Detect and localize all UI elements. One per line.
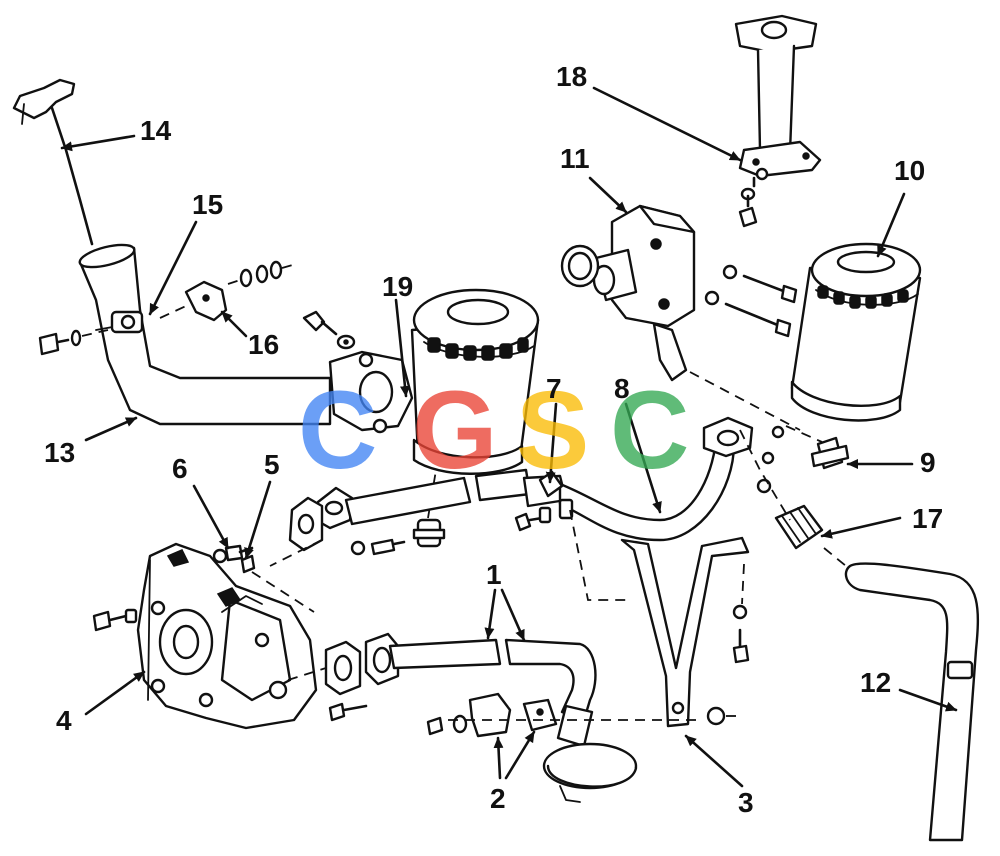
hose-fitting-17 [756, 425, 824, 550]
oil-cooler-line [288, 468, 532, 552]
callout-19: 19 [382, 271, 413, 302]
callout-13: 13 [44, 437, 75, 468]
callout-17: 17 [912, 503, 943, 534]
line-bolt [350, 538, 406, 556]
callout-1: 1 [486, 559, 502, 590]
callout-3: 3 [738, 787, 754, 818]
bolt-tube-clamp [38, 329, 109, 356]
callout-15: 15 [192, 189, 223, 220]
watermark-letter-c2: C [610, 369, 689, 492]
filter-fitting-9 [785, 425, 850, 470]
oil-filler-tube [78, 243, 332, 426]
routing-dash-lines [251, 371, 847, 721]
callout-11: 11 [560, 143, 590, 174]
watermark-letter-c1: C [298, 369, 377, 492]
filler-tube-flange [328, 350, 414, 434]
oil-line-8 [522, 416, 754, 542]
bracket-nuts [227, 260, 297, 288]
callout-10: 10 [894, 155, 925, 186]
oil-cooler-hose-12 [844, 562, 980, 842]
callout-14: 14 [140, 115, 172, 146]
callout-6: 6 [172, 453, 188, 484]
callout-18: 18 [556, 61, 587, 92]
filler-tube-bracket [159, 280, 228, 322]
pickup-bracket [426, 692, 558, 738]
oil-pickup-tube [388, 638, 638, 803]
callout-labels: 1 2 3 4 5 6 7 8 9 10 11 12 13 14 15 16 1… [44, 61, 943, 818]
oil-filter-adapter-11 [560, 204, 696, 382]
pickup-bolt [328, 702, 368, 722]
pump-bolt [92, 608, 138, 632]
watermark-letter-s: S [516, 369, 589, 492]
leader-lines [60, 86, 958, 788]
callout-7: 7 [546, 373, 562, 404]
dipstick [12, 78, 94, 246]
callout-9: 9 [920, 447, 936, 478]
watermark-letter-g: G [412, 369, 498, 492]
oil-filter-10 [790, 242, 922, 422]
filter-adapter-18 [734, 14, 822, 228]
callout-4: 4 [56, 705, 72, 736]
adapter-bolts [704, 264, 798, 338]
callout-8: 8 [614, 373, 630, 404]
watermark: C G S C [298, 369, 689, 492]
fitting-bolt [514, 498, 574, 532]
oil-filter-19 [410, 288, 540, 475]
pickup-brace [620, 536, 750, 728]
pump-gaskets [324, 632, 400, 696]
flange-bolt [302, 310, 356, 350]
callout-16: 16 [248, 329, 279, 360]
callout-12: 12 [860, 667, 891, 698]
brace-bolts [732, 604, 750, 664]
oil-pump-housing [136, 542, 318, 730]
callout-5: 5 [264, 449, 280, 480]
callout-2: 2 [490, 783, 506, 814]
